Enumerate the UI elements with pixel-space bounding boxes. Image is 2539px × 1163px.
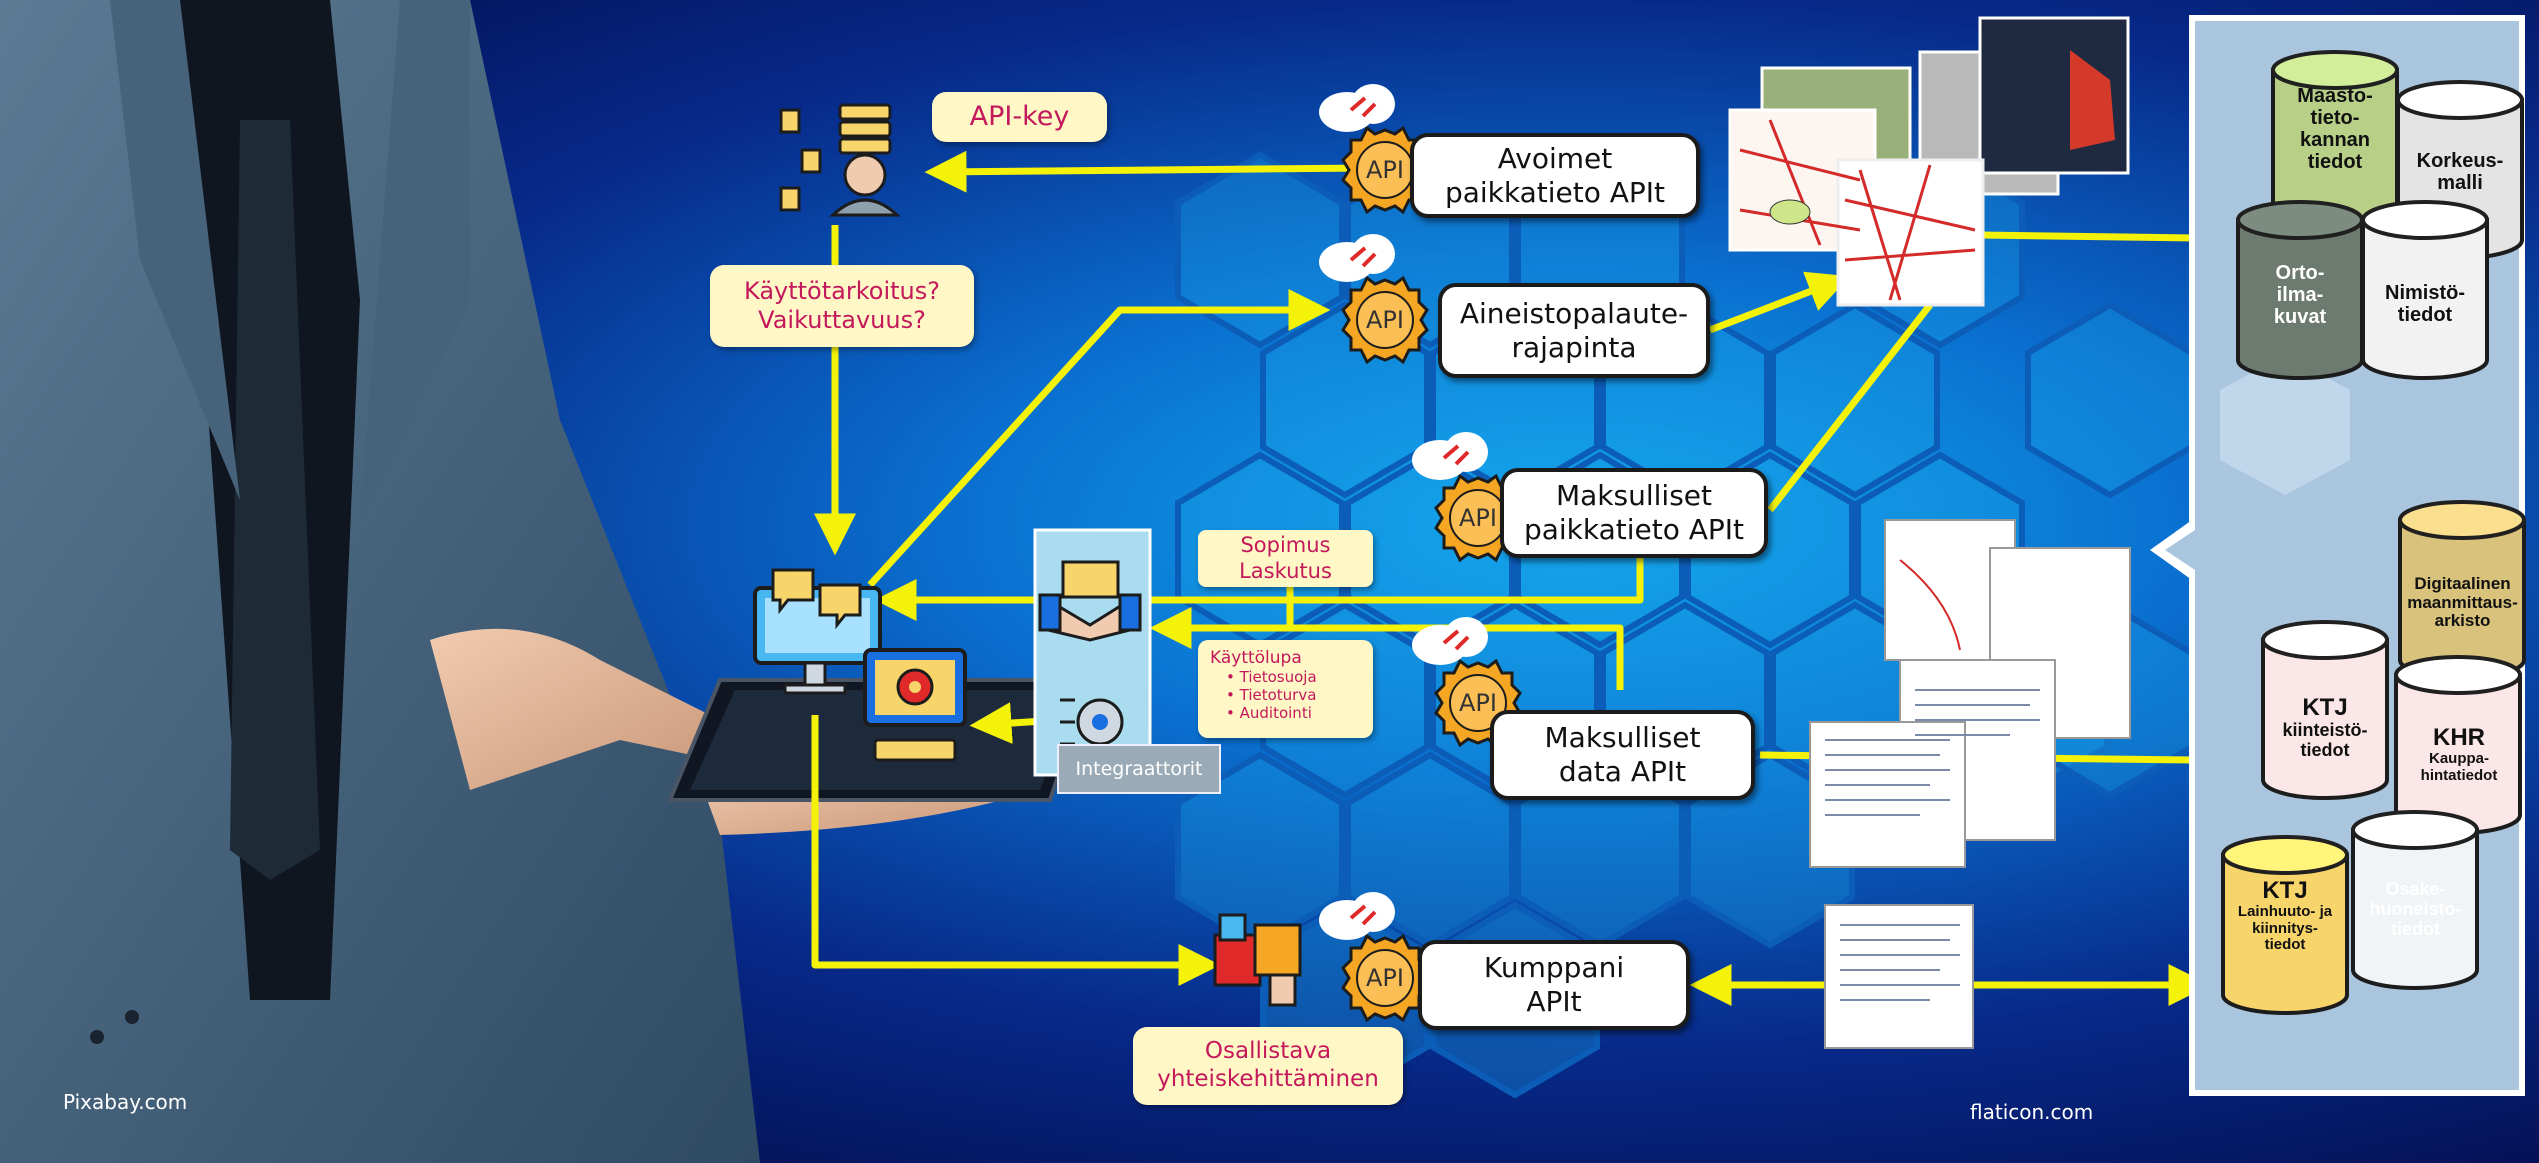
arrow-open-api-to-developer	[924, 150, 1371, 193]
db-ktj-lainhuuto-label: KTJ Lainhuuto- ja kiinnitys- tiedot	[2237, 877, 2333, 954]
line-map-to-panel	[1979, 231, 2196, 242]
db-khr-label: KHR Kauppa- hintatiedot	[2420, 724, 2498, 784]
db-nimistotiedot-label: Nimistö- tiedot	[2385, 282, 2465, 326]
credit-flaticon: flaticon.com	[1970, 1100, 2094, 1124]
license-title: Käyttölupa	[1210, 648, 1302, 668]
api-badge-partner: API	[1366, 963, 1404, 992]
integrators-label: Integraattorit	[1075, 757, 1203, 780]
open-api-box[interactable]: Avoimet paikkatieto APIt	[1410, 133, 1700, 218]
db-korkeusmalli-label: Korkeus- malli	[2416, 150, 2504, 194]
paid-data-api-box[interactable]: Maksulliset data APIt	[1490, 710, 1755, 800]
license-item: • Tietosuoja	[1226, 668, 1317, 686]
developer-icon	[779, 103, 901, 217]
feedback-api-box[interactable]: Aineistopalaute- rajapinta	[1438, 283, 1710, 378]
arrow-app-to-feedback	[867, 289, 1331, 588]
db-ortoilmakuvat-label: Orto- ilma- kuvat	[2273, 262, 2327, 328]
computer-gear-icon	[863, 648, 967, 762]
purpose-note: Käyttötarkoitus? Vaikuttavuus?	[710, 265, 974, 347]
api-key-note: API-key	[932, 92, 1107, 142]
api-badge-feedback: API	[1366, 305, 1404, 334]
monitor-chat-icon	[753, 568, 882, 695]
arrow-map-to-paid-geo	[1767, 302, 1933, 513]
arrow-feedback-to-map	[1708, 271, 1850, 334]
license-item: • Auditointi	[1226, 704, 1312, 722]
paid-geo-api-box[interactable]: Maksulliset paikkatieto APIt	[1500, 468, 1768, 558]
partner-api-box[interactable]: Kumppani APIt	[1418, 940, 1690, 1030]
db-arkisto-label: Digitaalinen maanmittaus- arkisto	[2407, 574, 2518, 631]
db-maastotieto-label: Maasto- tieto- kannan tiedot	[2297, 85, 2373, 173]
api-badge-paid-geo: API	[1459, 503, 1497, 532]
handshake-icon	[1038, 560, 1142, 642]
puzzle-icon	[1213, 913, 1302, 1007]
credit-pixabay: Pixabay.com	[63, 1090, 188, 1114]
db-ktj-kiinteisto-label: KTJ kiinteistö- tiedot	[2282, 694, 2368, 761]
arrow-app-to-codev	[811, 715, 1221, 986]
api-badge-paid-data: API	[1459, 688, 1497, 717]
co-development-note: Osallistava yhteiskehittäminen	[1133, 1027, 1403, 1105]
license-note: Käyttölupa • Tietosuoja • Tietoturva • A…	[1198, 640, 1373, 738]
license-item: • Tietoturva	[1226, 686, 1317, 704]
api-badge-open: API	[1366, 155, 1404, 184]
integrators-label-box	[1057, 744, 1221, 794]
arrow-paid-data-to-app	[1149, 607, 1624, 690]
db-osakehuoneisto-label: Osake- huoneisto- tiedot	[2369, 879, 2462, 939]
agreement-note: Sopimus Laskutus	[1198, 530, 1373, 587]
